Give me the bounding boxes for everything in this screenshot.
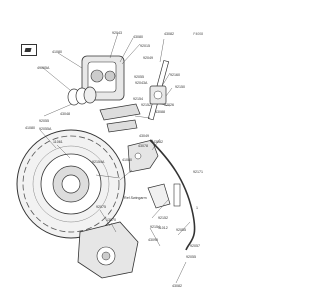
part-label: 43082	[164, 32, 174, 36]
part-label: 92055	[39, 119, 49, 123]
part-label: 1	[196, 206, 198, 210]
part-label: 92055	[176, 228, 186, 232]
front-arrow-icon	[21, 44, 37, 56]
part-label: 41080	[52, 50, 62, 54]
part-label: 43088	[155, 110, 165, 114]
part-label: 92154	[150, 225, 160, 229]
brake-hose	[149, 139, 196, 251]
part-label: 92075	[96, 205, 106, 209]
part-label: 43078	[138, 144, 148, 148]
part-label: 43048	[60, 112, 70, 116]
part-label: 92152	[141, 103, 151, 107]
reference-label: Ref.Swingarm	[124, 196, 147, 200]
part-label: 92160	[170, 73, 180, 77]
part-label: 11061	[53, 140, 63, 144]
brake-pads	[99, 103, 141, 133]
part-label: 43095	[148, 238, 158, 242]
part-label: 11012	[158, 226, 168, 230]
part-label: 92026	[164, 103, 174, 107]
parts-diagram: F4008	[0, 0, 229, 300]
part-label: 92154	[133, 97, 143, 101]
part-label: 92152	[158, 216, 168, 220]
part-label: 43080	[133, 35, 143, 39]
master-cylinder	[147, 60, 170, 121]
diagram-drawing	[16, 32, 196, 284]
bracket-arm	[147, 183, 181, 209]
leader-lines	[39, 32, 191, 284]
part-label: 92055	[134, 75, 144, 79]
part-label: 92015	[140, 44, 150, 48]
caliper-bracket	[127, 139, 159, 173]
part-label: 41080	[122, 158, 132, 162]
part-label: 43082	[153, 140, 163, 144]
part-label: 43082	[172, 284, 182, 288]
part-label: 92154A	[92, 160, 105, 164]
part-label: 92055A	[39, 127, 52, 131]
part-label: 92171	[193, 170, 203, 174]
part-label: 92150	[175, 85, 185, 89]
piston-seals	[67, 86, 97, 106]
part-label: 92055	[186, 255, 196, 259]
part-label: 92043	[112, 31, 122, 35]
part-label: 92057	[190, 244, 200, 248]
part-label: 41080	[25, 126, 35, 130]
part-label: 13070	[106, 218, 116, 222]
sensor-housing	[77, 221, 139, 279]
part-label: 92043A	[135, 81, 148, 85]
part-label: 43049	[139, 134, 149, 138]
brake-disc	[16, 129, 126, 239]
part-label: 92049	[143, 56, 153, 60]
diagram-code: F4008	[193, 32, 203, 36]
part-label: 49065A	[37, 66, 50, 70]
